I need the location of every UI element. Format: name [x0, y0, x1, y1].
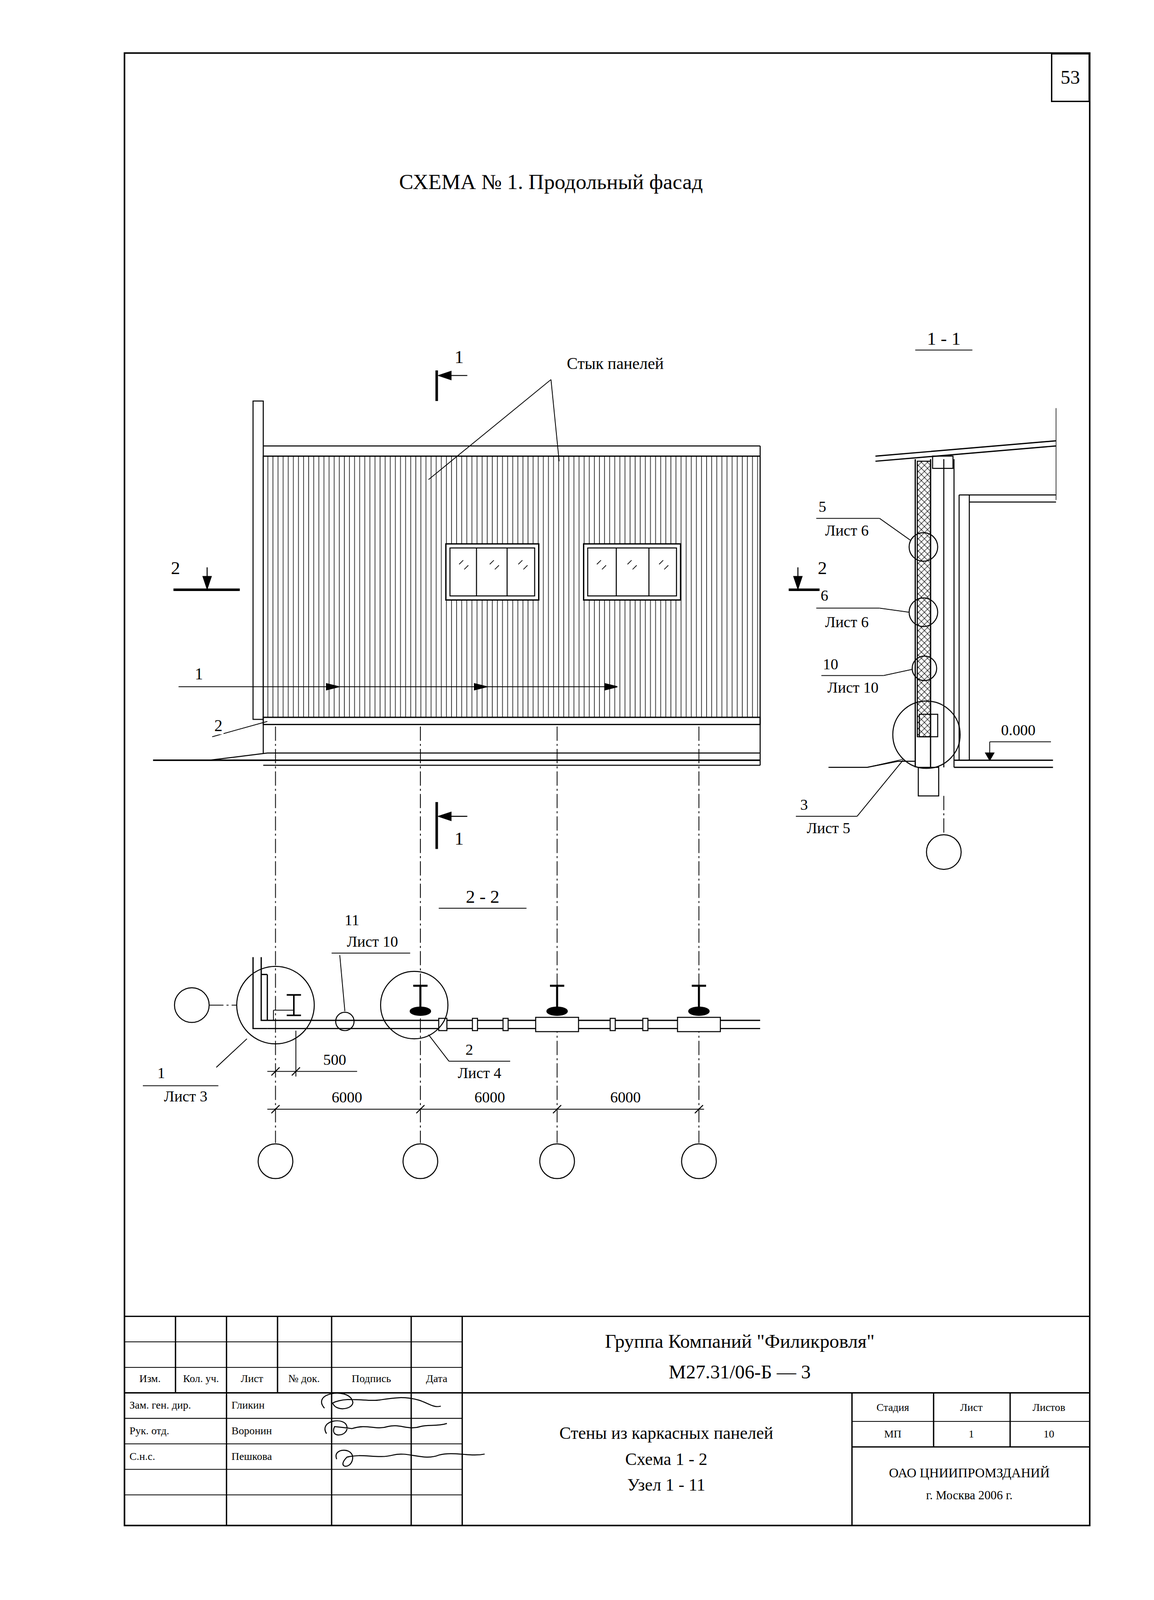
drawing-label: Лист — [239, 1374, 265, 1385]
drawing-label: М27.31/06-Б — 3 — [667, 1362, 812, 1383]
drawing-label: Схема 1 - 2 — [624, 1451, 708, 1469]
drawing-label: ОАО ЦНИИПРОМЗДАНИЙ — [887, 1466, 1051, 1481]
drawing-label: Стены из каркасных панелей — [558, 1425, 774, 1443]
drawing-label: Лист 4 — [457, 1065, 503, 1081]
page-number-box: 53 — [1050, 53, 1090, 103]
drawing-label: г. Москва 2006 г. — [925, 1489, 1014, 1503]
drawing-label: 2 - 2 — [464, 887, 501, 906]
drawing-label: Пешкова — [230, 1451, 273, 1463]
sheet-title: СХЕМА № 1. Продольный фасад — [398, 170, 704, 193]
drawing-label: 1 - 1 — [925, 329, 962, 349]
drawing-label: 2 — [169, 559, 181, 578]
drawing-label: 5 — [817, 499, 828, 515]
drawing-label: Листов — [1031, 1402, 1067, 1414]
drawing-label: Рук. отд. — [128, 1426, 171, 1437]
drawing-label: 500 — [322, 1052, 348, 1068]
drawing-label: Кол. уч. — [182, 1374, 220, 1385]
page-number: 53 — [1060, 67, 1080, 88]
drawing-label: Лист 3 — [163, 1089, 209, 1105]
drawing-label: Изм. — [138, 1374, 162, 1385]
drawing-label: 1 — [156, 1065, 167, 1081]
drawing-label: 2 — [816, 559, 828, 578]
drawing-label: Стык панелей — [566, 356, 665, 373]
drawing-label: МП — [883, 1429, 903, 1440]
drawing-label: 6000 — [609, 1090, 642, 1106]
drawing-label: 2 — [464, 1042, 475, 1058]
drawing-label: Лист — [959, 1402, 984, 1414]
drawing-label: 1 — [194, 666, 205, 683]
drawing-label: 6000 — [473, 1090, 507, 1106]
drawing-label: Лист 10 — [345, 934, 399, 950]
drawing-label: Гликин — [230, 1400, 266, 1412]
drawing-label: 6000 — [330, 1090, 364, 1106]
drawing-label: 10 — [821, 656, 839, 672]
drawing-label: 3 — [799, 797, 809, 813]
drawing-label: Воронин — [230, 1426, 273, 1437]
drawing-label: Лист 6 — [824, 614, 870, 630]
drawing-label: 10 — [1042, 1429, 1056, 1440]
drawing-label: Лист 5 — [805, 821, 852, 837]
drawing-label: 1 — [453, 829, 465, 848]
drawing-label: 11 — [343, 912, 361, 928]
drawing-label: Лист 6 — [824, 522, 870, 539]
drawing-label: 1 — [453, 348, 465, 367]
drawing-label: С.н.с. — [128, 1451, 157, 1463]
drawing-label: № док. — [287, 1374, 322, 1385]
drawing-label: 2 — [213, 718, 224, 735]
drawing-label: Стадия — [875, 1402, 910, 1414]
drawing-label: Зам. ген. дир. — [128, 1400, 192, 1412]
drawing-label: Узел 1 - 11 — [626, 1476, 707, 1495]
drawing-label: Дата — [424, 1374, 449, 1385]
drawing-label: 6 — [819, 588, 830, 604]
drawing-label: 0.000 — [1000, 723, 1037, 739]
drawing-label: Лист 10 — [826, 680, 880, 696]
drawing-label: 1 — [967, 1429, 975, 1440]
drawing-label: Подпись — [350, 1374, 392, 1385]
drawing-label: Группа Компаний "Филикровля" — [604, 1332, 876, 1352]
